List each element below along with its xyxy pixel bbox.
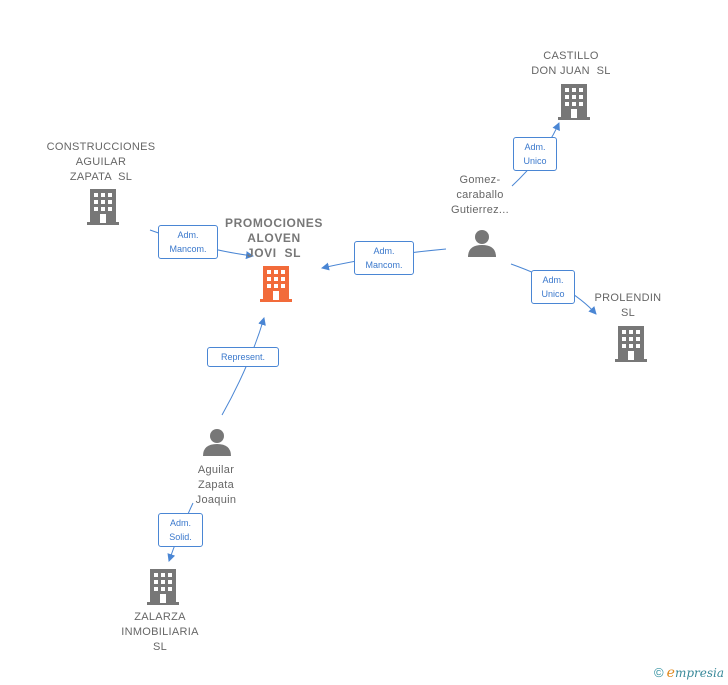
building-icon[interactable] [87, 189, 119, 225]
edge-label-aguilar-main[interactable]: Represent. [207, 347, 279, 367]
building-icon[interactable] [147, 569, 179, 605]
empresia-brand[interactable]: ©empresia [654, 665, 724, 681]
edge-label-gomez-castillo[interactable]: Adm. Unico [513, 137, 557, 171]
building-icon[interactable] [260, 266, 292, 302]
edge-label-gomez-prolendin[interactable]: Adm. Unico [531, 270, 575, 304]
person-aguilar-label[interactable]: Aguilar Zapata Joaquin [195, 464, 237, 506]
building-icon[interactable] [615, 326, 647, 362]
edge-label-gomez-main[interactable]: Adm. Mancom. [354, 241, 414, 275]
brand-initial: e [666, 665, 675, 681]
company-castillo-label[interactable]: CASTILLO DON JUAN SL [531, 50, 611, 77]
person-icon[interactable] [202, 427, 232, 457]
edge-label-aguilar-zalarza[interactable]: Adm. Solid. [158, 513, 203, 547]
building-icon[interactable] [558, 84, 590, 120]
person-gomez-label[interactable]: Gomez- caraballo Gutierrez... [450, 174, 509, 216]
copyright-symbol: © [654, 665, 664, 680]
person-icon[interactable] [467, 228, 497, 258]
edge-label-construcciones-main[interactable]: Adm. Mancom. [158, 225, 218, 259]
company-prolendin-label[interactable]: PROLENDIN SL [594, 292, 662, 319]
company-construcciones-label[interactable]: CONSTRUCCIONES AGUILAR ZAPATA SL [46, 141, 156, 183]
brand-name: mpresia [674, 666, 724, 680]
company-promociones-aloven-label[interactable]: PROMOCIONES ALOVEN JOVI SL [225, 216, 323, 260]
company-zalarza-label[interactable]: ZALARZA INMOBILIARIA SL [121, 611, 199, 653]
